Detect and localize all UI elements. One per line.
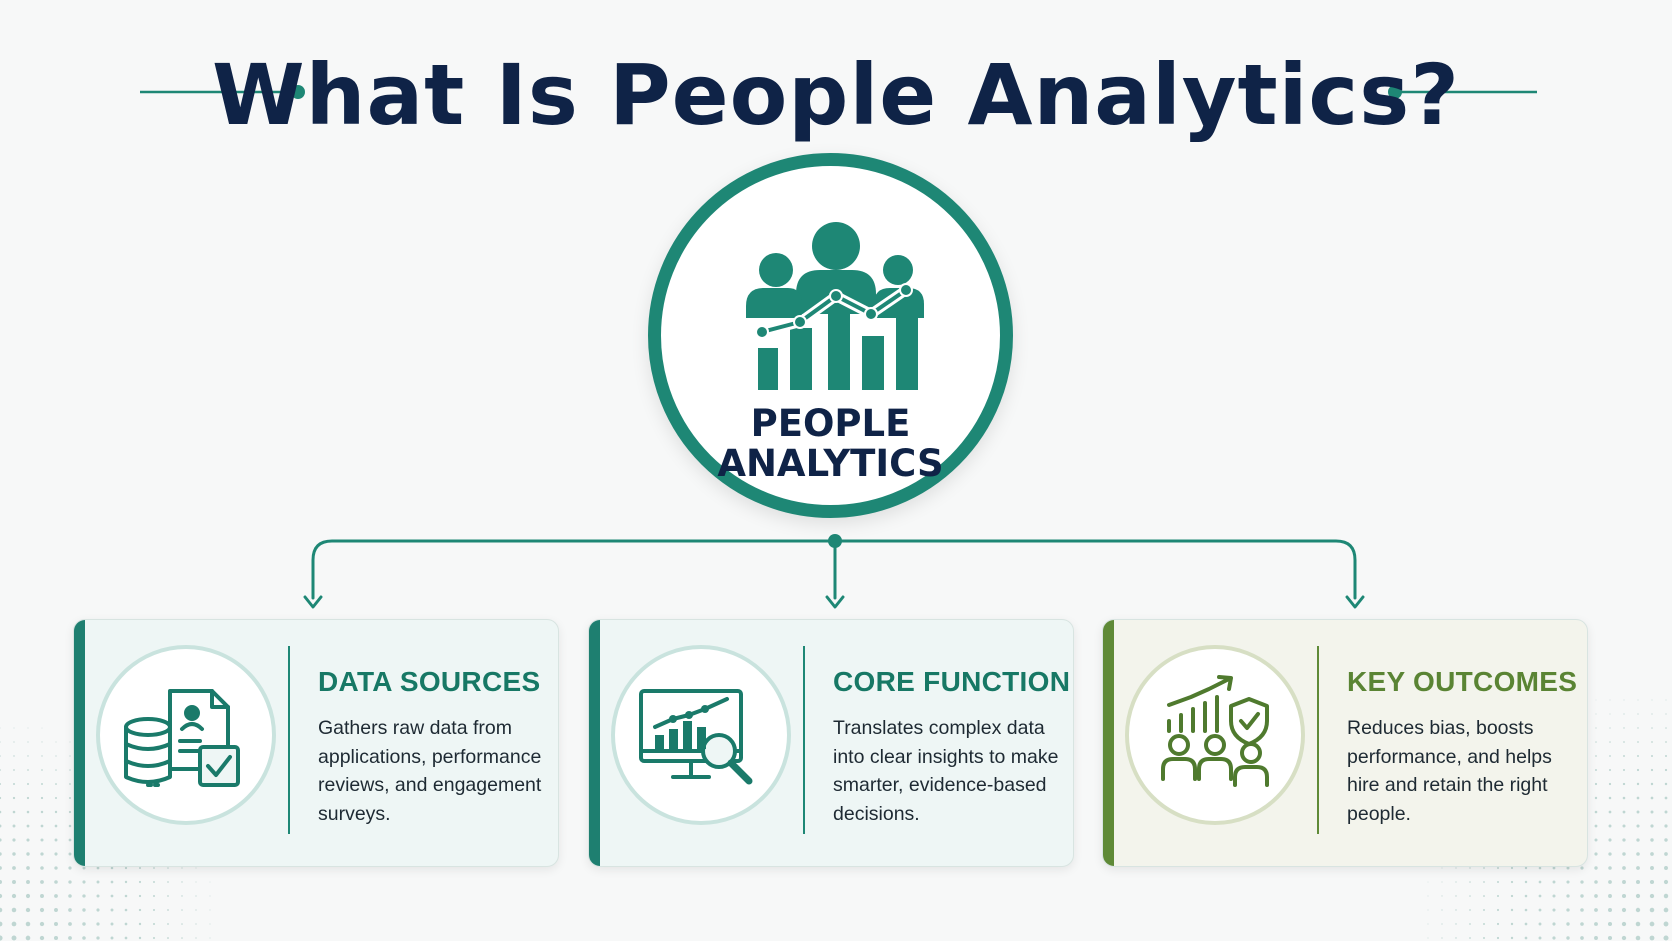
card-divider [288, 646, 290, 834]
card-divider [1317, 646, 1319, 834]
database-document-check-icon [124, 689, 240, 787]
card-divider [803, 646, 805, 834]
card-icon-circle [611, 645, 791, 825]
card-heading: CORE FUNCTION [833, 666, 1071, 697]
card-body: Gathers raw data from applications, perf… [318, 717, 542, 825]
card-accent-bar [1103, 620, 1114, 866]
hub-label-line-1: PEOPLE [750, 402, 911, 445]
hub-label: PEOPLE ANALYTICS [661, 404, 1000, 484]
growth-shield-team-icon [1161, 675, 1269, 787]
data-sources-card: DATA SOURCES Gathers raw data from appli… [73, 619, 559, 867]
card-icon-circle [1125, 645, 1305, 825]
card-accent-bar [74, 620, 85, 866]
card-heading: KEY OUTCOMES [1347, 666, 1578, 697]
people-analytics-hub: PEOPLE ANALYTICS [648, 153, 1013, 518]
core-function-card: CORE FUNCTION Translates complex data in… [588, 619, 1074, 867]
page-title: What Is People Analytics? [212, 46, 1460, 144]
monitor-chart-magnifier-icon [639, 689, 753, 785]
hub-label-line-2: ANALYTICS [717, 442, 944, 485]
card-body: Reduces bias, boosts performance, and he… [1347, 717, 1552, 825]
card-icon-circle [96, 645, 276, 825]
card-accent-bar [589, 620, 600, 866]
people-analytics-icon [746, 222, 924, 390]
card-heading: DATA SOURCES [318, 666, 541, 697]
title-decor-lines [140, 85, 1537, 99]
key-outcomes-card: KEY OUTCOMES Reduces bias, boosts perfor… [1102, 619, 1588, 867]
card-body: Translates complex data into clear insig… [833, 717, 1059, 825]
title-row: What Is People Analytics? [0, 40, 1672, 150]
